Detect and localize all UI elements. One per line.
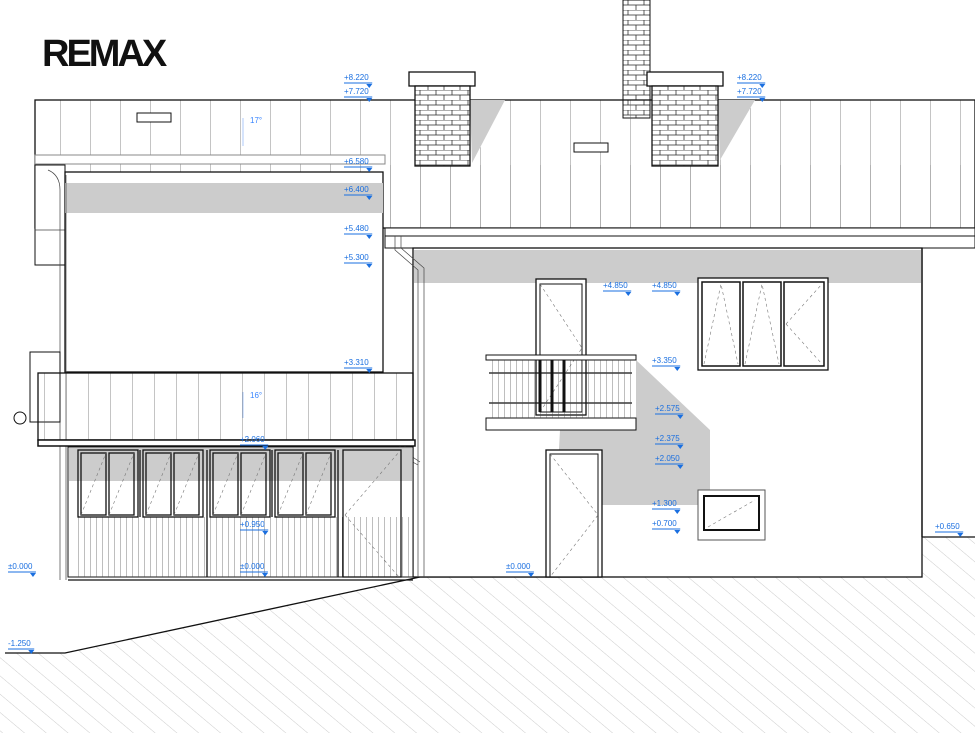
level-triangle-icon [262, 531, 269, 535]
level-triangle-icon [677, 445, 684, 449]
level-marker: +8.220 [344, 73, 369, 82]
level-marker: +4.850 [652, 281, 677, 290]
level-triangle-icon [366, 369, 373, 373]
chimney-right-cap [646, 71, 724, 87]
level-triangle-icon [262, 446, 269, 450]
level-marker: +5.480 [344, 224, 369, 233]
chimney-left-cap [408, 71, 476, 87]
level-triangle-icon [527, 573, 534, 577]
roof-angle-upper: 17° [242, 116, 262, 146]
level-marker: +4.850 [603, 281, 628, 290]
roof-vent [136, 112, 172, 123]
remax-logo: REMAX [42, 33, 168, 75]
level-triangle-icon [674, 292, 681, 296]
chimney-right [651, 85, 719, 167]
level-markers: +8.220 +7.720 +6.580 +6.400 +5.480 +5.30… [8, 73, 964, 654]
level-marker: +1.300 [652, 499, 677, 508]
level-triangle-icon [261, 573, 268, 577]
level-marker: +6.400 [344, 185, 369, 194]
level-marker: +8.220 [737, 73, 762, 82]
level-triangle-icon [957, 533, 964, 537]
level-marker: +3.350 [652, 356, 677, 365]
level-triangle-icon [366, 98, 373, 102]
roof-angle-lower: 16° [242, 391, 262, 418]
level-triangle-icon [28, 650, 35, 654]
chimney-top [622, 0, 651, 119]
level-triangle-icon [759, 98, 766, 102]
level-triangle-icon [366, 84, 373, 88]
level-triangle-icon [674, 530, 681, 534]
roof-shade [470, 100, 505, 163]
level-triangle-icon [677, 415, 684, 419]
roof-vent [573, 142, 609, 153]
level-marker: ±0.000 [240, 562, 265, 571]
level-triangle-icon [759, 84, 766, 88]
level-marker: +0.950 [240, 520, 265, 529]
level-triangle-icon [366, 196, 373, 200]
level-marker: ±0.000 [506, 562, 531, 571]
level-marker: -1.250 [8, 639, 31, 648]
level-marker: +7.720 [344, 87, 369, 96]
window-triple [697, 277, 829, 371]
level-marker: +7.720 [737, 87, 762, 96]
level-marker: ±0.000 [8, 562, 33, 571]
level-marker: +5.300 [344, 253, 369, 262]
level-triangle-icon [674, 510, 681, 514]
level-triangle-icon [29, 573, 36, 577]
level-marker: +3.310 [344, 358, 369, 367]
level-marker: +6.580 [344, 157, 369, 166]
level-triangle-icon [366, 264, 373, 268]
level-triangle-icon [677, 465, 684, 469]
balcony-railing [485, 354, 637, 431]
level-triangle-icon [674, 367, 681, 371]
svg-text:16°: 16° [250, 391, 262, 400]
ground-hatch [0, 537, 975, 733]
level-marker: +0.700 [652, 519, 677, 528]
level-marker: +2.575 [655, 404, 680, 413]
level-triangle-icon [366, 235, 373, 239]
level-marker: +2.050 [655, 454, 680, 463]
level-marker: +2.375 [655, 434, 680, 443]
level-triangle-icon [625, 292, 632, 296]
level-marker: +0.650 [935, 522, 960, 531]
level-marker: +2.060 [240, 435, 265, 444]
entry-door [545, 449, 603, 578]
chimney-left [414, 85, 471, 167]
window-small [697, 489, 766, 541]
lower-roof [37, 372, 414, 441]
svg-text:17°: 17° [250, 116, 262, 125]
level-triangle-icon [366, 168, 373, 172]
ground-floor-front [67, 446, 414, 581]
